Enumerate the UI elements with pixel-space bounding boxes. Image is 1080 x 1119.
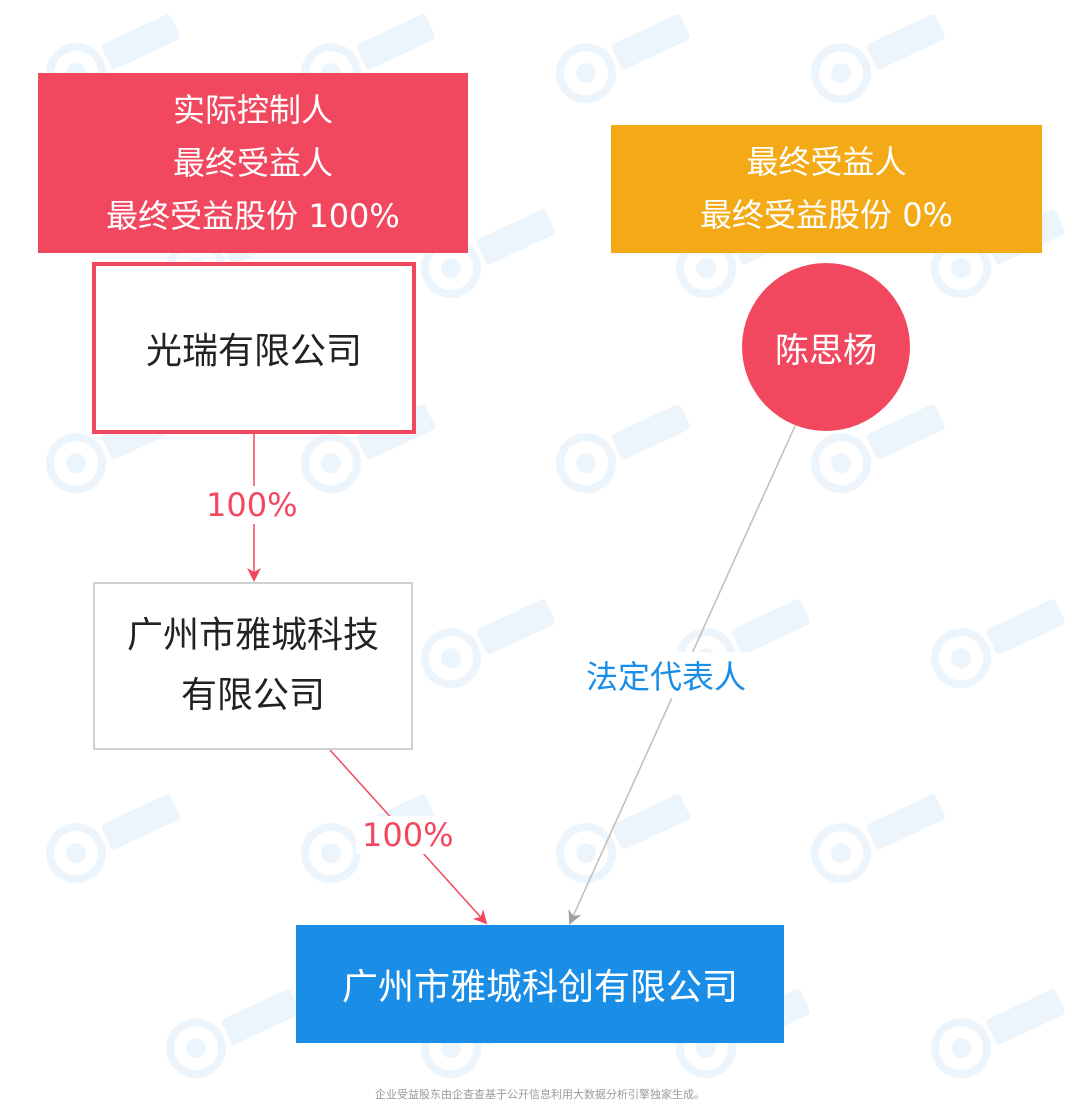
person-node[interactable]: 陈思杨 bbox=[742, 263, 910, 431]
edge-label-share-middle: 100% bbox=[356, 816, 460, 854]
company-name: 广州市雅城科创有限公司 bbox=[341, 967, 738, 1008]
company-name: 光瑞有限公司 bbox=[145, 331, 362, 372]
badge-line-share: 最终受益股份 100% bbox=[106, 196, 400, 235]
badge-line-beneficiary: 最终受益人 bbox=[746, 143, 907, 181]
company-node-middle[interactable]: 广州市雅城科技 有限公司 bbox=[93, 582, 413, 750]
footer-disclaimer: 企业受益股东由企查查基于公开信息利用大数据分析引擎独家生成。 bbox=[375, 1088, 705, 1101]
edge-label-legal-rep: 法定代表人 bbox=[580, 652, 753, 698]
badge-line-share: 最终受益股份 0% bbox=[700, 196, 953, 234]
badge-line-beneficiary: 最终受益人 bbox=[172, 143, 333, 182]
company-name-line2: 有限公司 bbox=[180, 675, 325, 716]
edge-label-share-root: 100% bbox=[200, 486, 304, 524]
person-name: 陈思杨 bbox=[775, 330, 877, 371]
company-node-root[interactable]: 光瑞有限公司 bbox=[92, 262, 416, 434]
company-node-target[interactable]: 广州市雅城科创有限公司 bbox=[296, 925, 784, 1043]
company-name-line1: 广州市雅城科技 bbox=[126, 615, 379, 656]
badge-line-controller: 实际控制人 bbox=[172, 90, 333, 129]
person-beneficiary-badge: 最终受益人 最终受益股份 0% bbox=[611, 125, 1042, 253]
controller-beneficiary-badge: 实际控制人 最终受益人 最终受益股份 100% bbox=[38, 73, 468, 253]
